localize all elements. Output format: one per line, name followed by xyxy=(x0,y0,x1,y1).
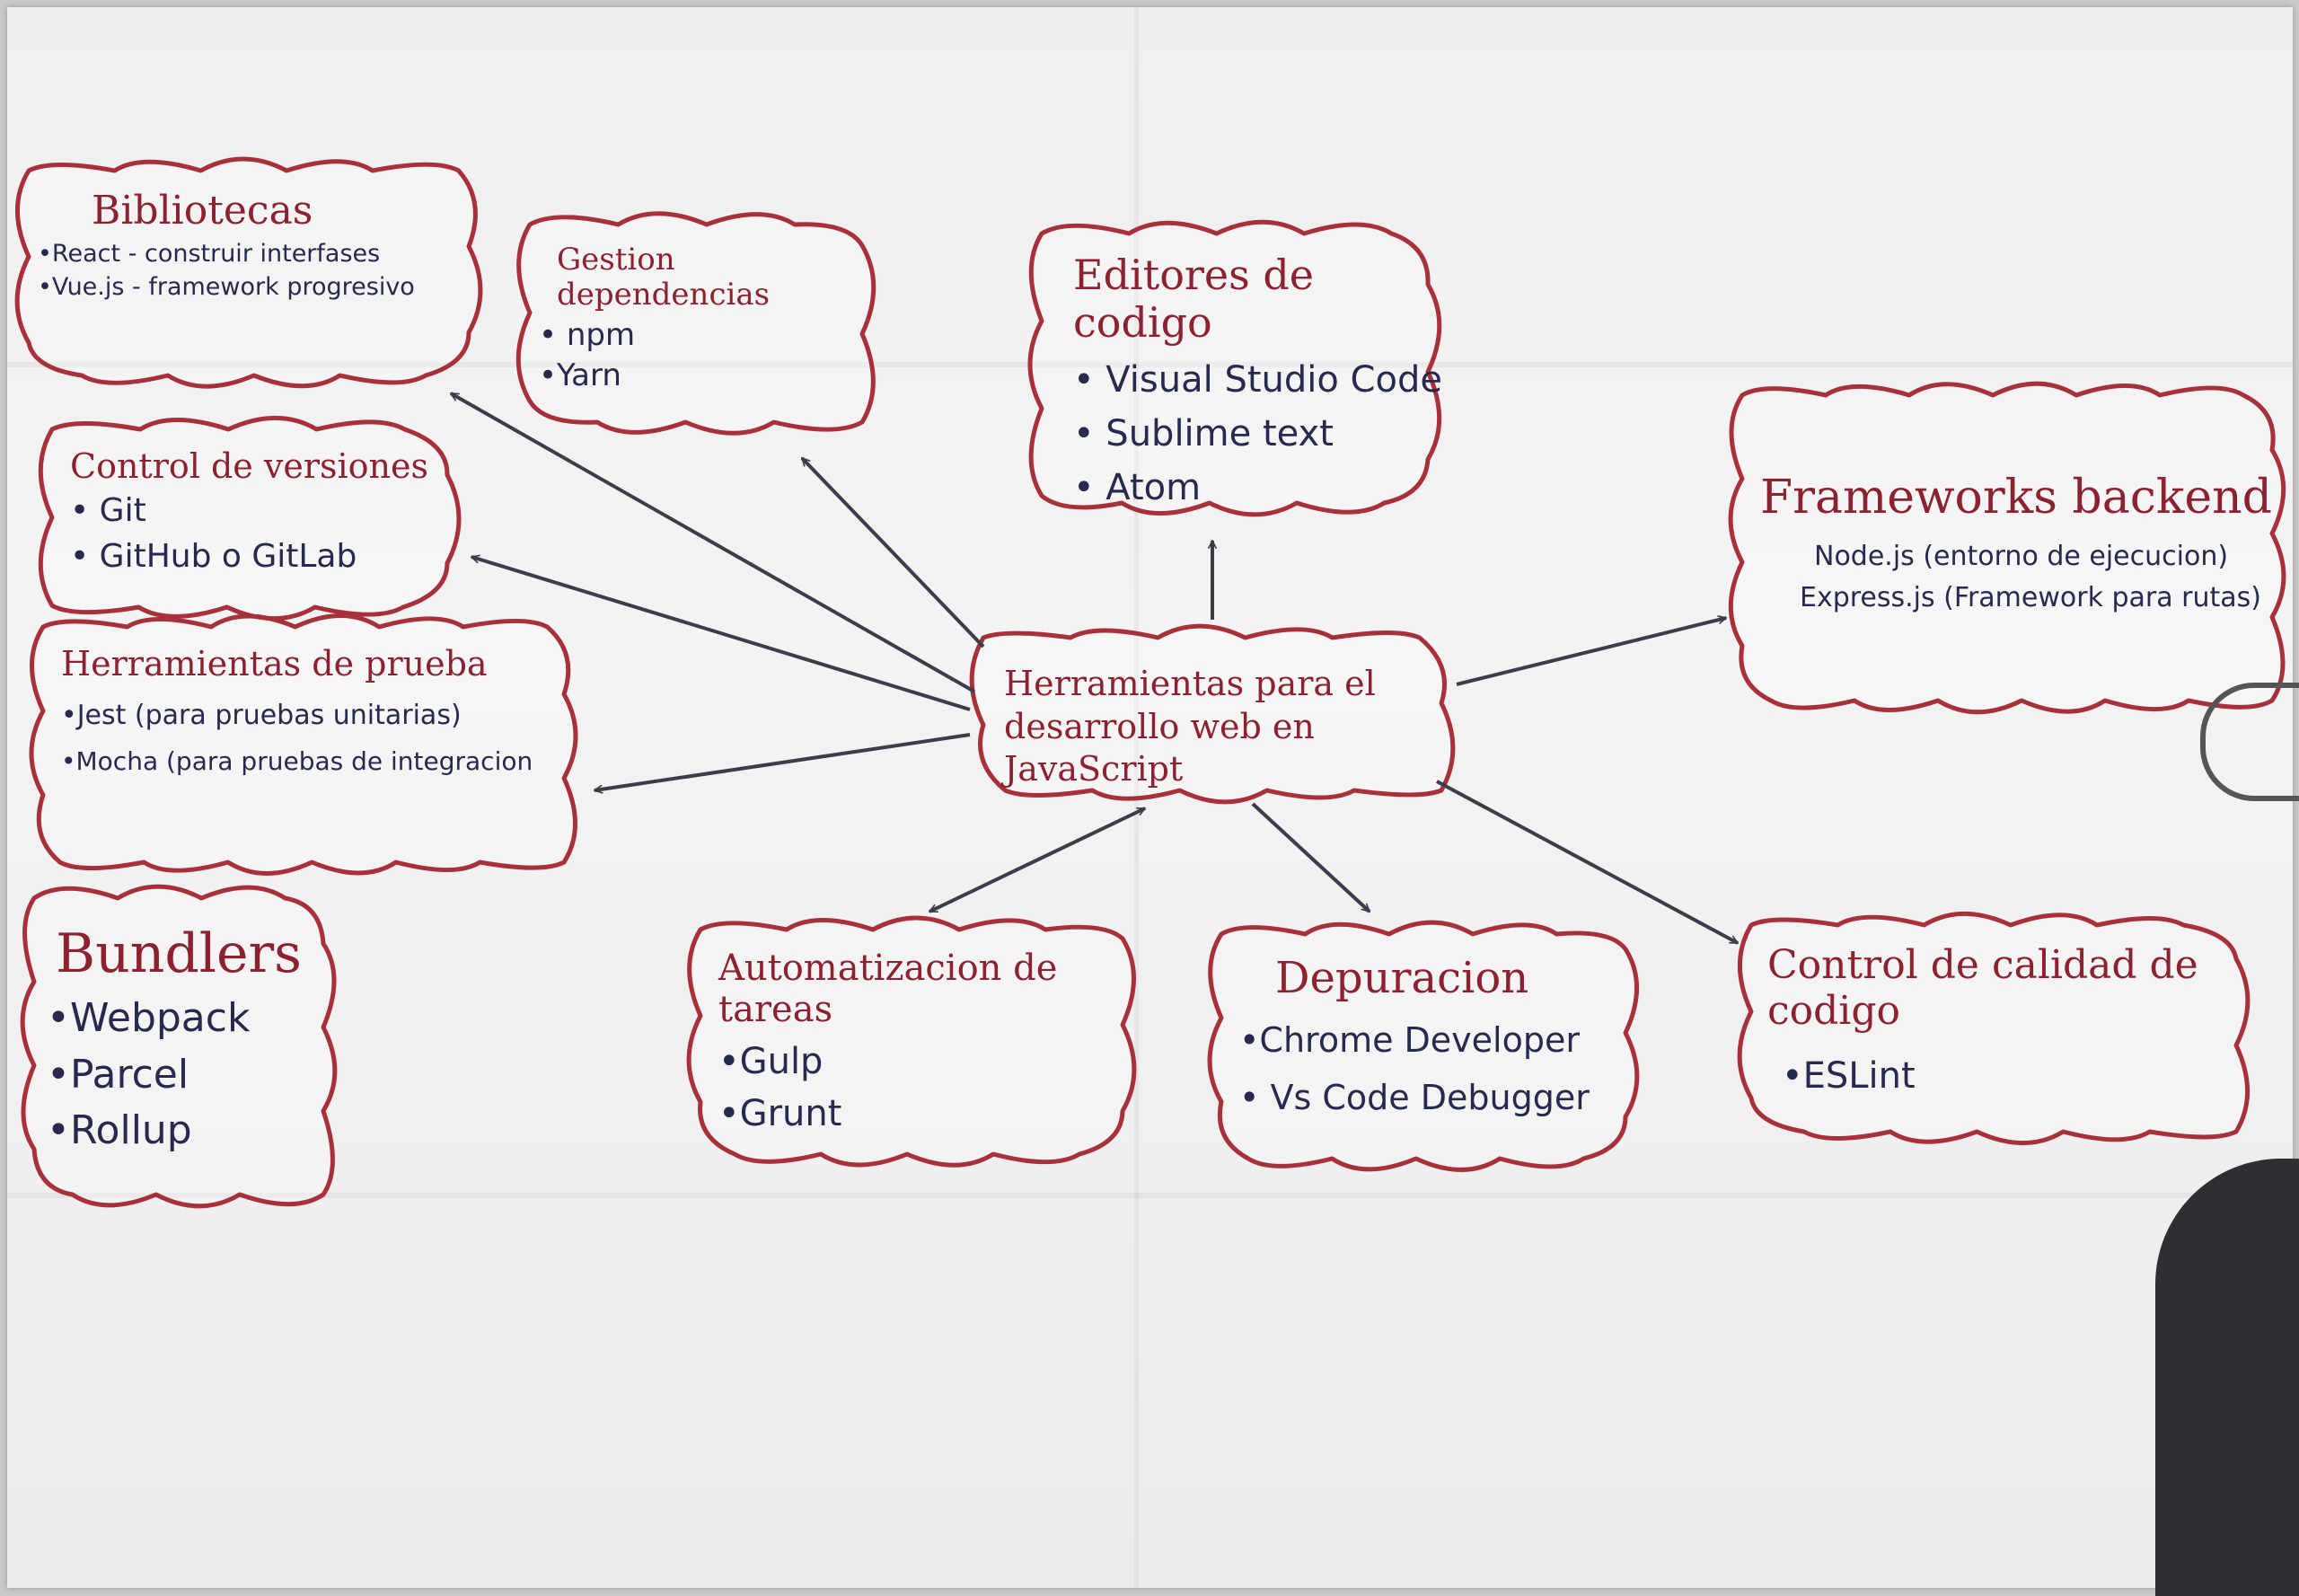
cloud-bundlers xyxy=(20,884,338,1209)
cloud-depuracion xyxy=(1207,920,1640,1172)
cloud-shapes xyxy=(14,156,2286,1209)
central-topic-line-2: desarrollo web en JavaScript xyxy=(1004,706,1315,789)
list-item: Node.js (entorno de ejecucion) xyxy=(1814,540,2229,572)
node-depuracion: Depuracion •Chrome Developer • Vs Code D… xyxy=(1239,953,1616,1118)
central-topic: Herramientas para el desarrollo web en J… xyxy=(1004,663,1453,791)
person-shoulder xyxy=(2155,1159,2299,1596)
node-title: Control de versiones xyxy=(70,446,428,486)
arrow-to-calidad xyxy=(1436,780,1738,945)
node-title: Automatizacion de tareas xyxy=(718,948,1058,1030)
list-item: •Rollup xyxy=(47,1107,192,1154)
cloud-pruebas xyxy=(29,613,578,876)
node-frameworks-backend: Frameworks backend Node.js (entorno de e… xyxy=(1760,471,2272,614)
list-item: •Parcel xyxy=(47,1051,189,1098)
cloud-calidad xyxy=(1737,912,2251,1145)
list-item: • npm xyxy=(539,317,636,354)
node-title: Gestion dependencias xyxy=(557,242,771,313)
cloud-bibliotecas xyxy=(14,156,483,389)
list-item: • Visual Studio Code xyxy=(1073,358,1442,401)
cloud-gestion xyxy=(515,211,876,436)
node-gestion-dependencias: Gestion dependencias • npm •Yarn xyxy=(539,242,844,393)
node-control-de-calidad: Control de calidad de codigo •ESLint xyxy=(1767,942,2234,1098)
list-item: • Vs Code Debugger xyxy=(1239,1077,1590,1117)
node-herramientas-de-prueba: Herramientas de prueba •Jest (para prueb… xyxy=(61,644,564,777)
list-item: •Vue.js - framework progresivo xyxy=(38,272,415,301)
list-item: •Webpack xyxy=(47,995,251,1041)
paper-fold xyxy=(7,362,2293,367)
node-title: Herramientas de prueba xyxy=(61,644,488,683)
node-editores-de-codigo: Editores de codigo • Visual Studio Code … xyxy=(1073,251,1442,508)
arrow-to-versiones xyxy=(471,557,971,711)
node-title: Control de calidad de codigo xyxy=(1767,942,2198,1034)
arrow-to-gestion xyxy=(800,456,985,648)
arrow-to-automatizacion xyxy=(929,807,1145,913)
arrow-to-depuracion xyxy=(1251,802,1371,913)
cloud-central xyxy=(969,623,1456,805)
arrow-to-bibliotecas xyxy=(451,392,975,693)
node-bundlers: Bundlers •Webpack •Parcel •Rollup xyxy=(47,923,316,1154)
list-item: •ESLint xyxy=(1782,1055,1916,1098)
connector-arrows xyxy=(451,392,1738,945)
node-title: Frameworks backend xyxy=(1760,471,2272,525)
list-item: •Grunt xyxy=(718,1093,842,1134)
arrow-to-pruebas xyxy=(595,733,971,790)
list-item: • Git xyxy=(70,491,146,529)
cloud-editores xyxy=(1027,219,1442,517)
node-title: Bundlers xyxy=(56,922,302,985)
node-automatizacion-de-tareas: Automatizacion de tareas •Gulp •Grunt xyxy=(718,948,1114,1134)
list-item: •React - construir interfases xyxy=(38,239,381,268)
central-topic-line-1: Herramientas para el xyxy=(1004,664,1376,703)
arrow-to-frameworks xyxy=(1456,618,1726,686)
list-item: •Yarn xyxy=(539,357,621,394)
node-control-de-versiones: Control de versiones • Git • GitHub o Gi… xyxy=(70,446,447,576)
node-title: Editores de codigo xyxy=(1073,251,1315,347)
list-item: •Mocha (para pruebas de integracion xyxy=(61,746,533,777)
paper-fold xyxy=(7,1193,2293,1198)
list-item: • GitHub o GitLab xyxy=(70,538,357,576)
cloud-versiones xyxy=(38,416,462,622)
list-item: •Chrome Developer xyxy=(1239,1020,1580,1061)
cloud-automatizacion xyxy=(686,915,1137,1168)
list-item: •Jest (para pruebas unitarias) xyxy=(61,699,462,731)
list-item: Express.js (Framework para rutas) xyxy=(1800,582,2261,614)
list-item: • Sublime text xyxy=(1073,412,1334,454)
list-item: •Gulp xyxy=(718,1041,824,1082)
list-item: • Atom xyxy=(1073,466,1202,508)
node-bibliotecas: Bibliotecas •React - construir interfase… xyxy=(38,188,460,301)
node-title: Depuracion xyxy=(1275,953,1529,1003)
node-title: Bibliotecas xyxy=(92,188,313,234)
person-ear-edge xyxy=(2200,683,2299,801)
